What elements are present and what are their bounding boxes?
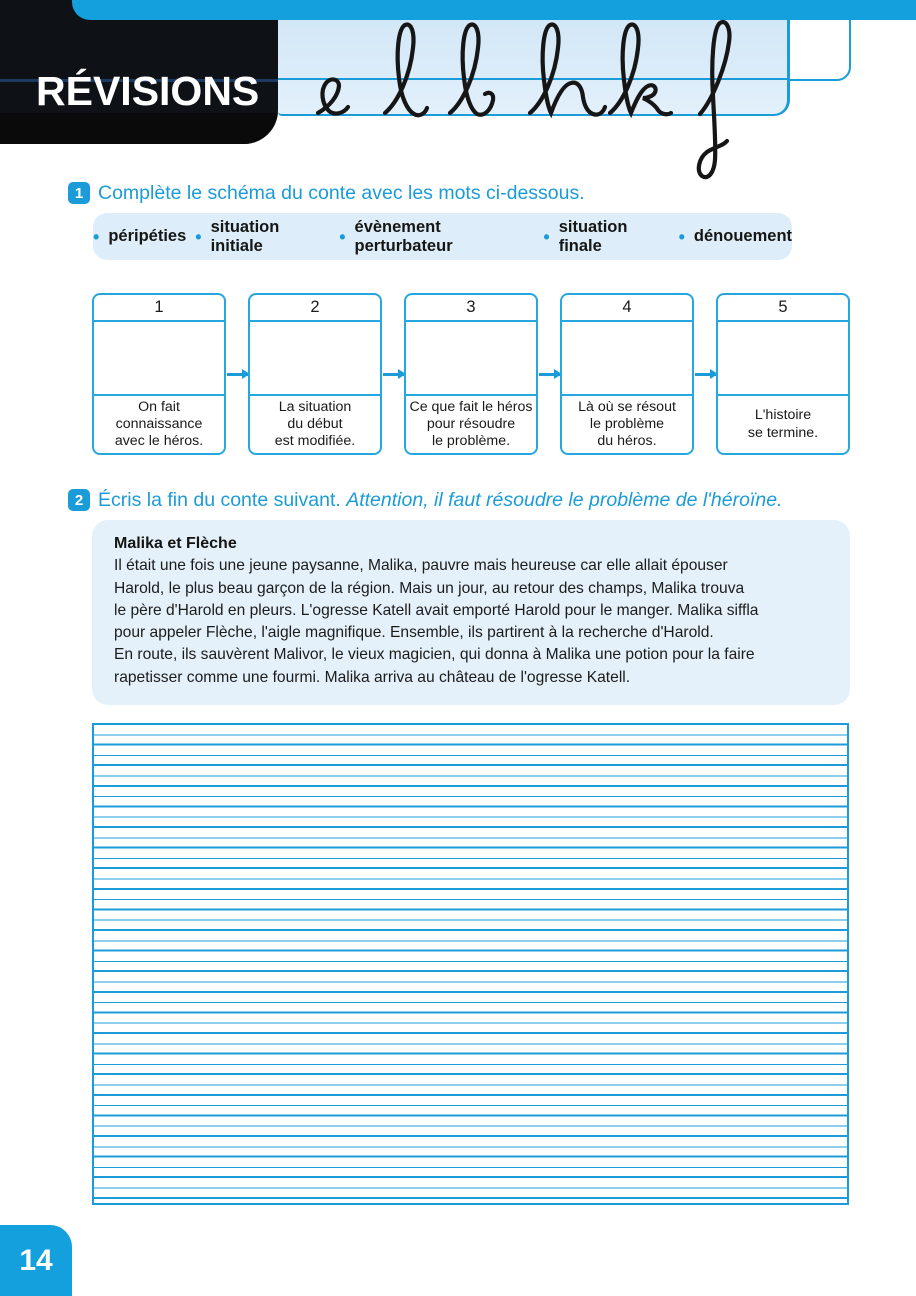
schema-box-number: 1 <box>94 295 224 322</box>
exercise1-heading: 1 Complète le schéma du conte avec les m… <box>68 181 585 205</box>
cursive-letters-illustration <box>315 20 732 180</box>
caption-line: avec le héros. <box>114 433 204 450</box>
schema-caption: L'histoire se termine. <box>718 396 848 453</box>
story-line: Harold, le plus beau garçon de la région… <box>114 579 745 597</box>
caption-line: est modifiée. <box>274 433 356 450</box>
caption-line: On fait <box>138 398 180 415</box>
exercise1-number-badge: 1 <box>68 182 90 204</box>
schema-caption: La situation du début est modifiée. <box>250 396 380 453</box>
schema-answer-2[interactable] <box>250 322 380 396</box>
writing-guide-midline <box>278 78 787 81</box>
bullet-icon: • <box>678 226 685 247</box>
schema-box-4: 4 Là où se résout le problème du héros. <box>560 293 694 455</box>
bullet-icon: • <box>339 226 346 247</box>
chapter-banner: RÉVISIONS <box>0 0 278 144</box>
page-number: 14 <box>19 1243 53 1277</box>
banner-bottom-strip <box>0 113 278 144</box>
exercise1-instruction: Complète le schéma du conte avec les mot… <box>98 182 585 204</box>
schema-answer-1[interactable] <box>94 322 224 396</box>
word-bank-item: situation finale <box>558 217 628 255</box>
story-line: En route, ils sauvèrent Malivor, le vieu… <box>114 646 755 664</box>
story-line: pour appeler Flèche, l'aigle magnifique.… <box>114 624 714 642</box>
bullet-icon: • <box>93 226 100 247</box>
schema-answer-3[interactable] <box>406 322 536 396</box>
schema-caption: On fait connaissance avec le héros. <box>94 396 224 453</box>
word-bank: • péripéties • situation initiale • évèn… <box>93 213 792 260</box>
exercise2-heading: 2 Écris la fin du conte suivant. Attenti… <box>68 488 782 512</box>
bullet-icon: • <box>195 226 202 247</box>
top-bar <box>72 0 916 20</box>
schema-box-5: 5 L'histoire se termine. <box>716 293 850 455</box>
schema-box-3: 3 Ce que fait le héros pour résoudre le … <box>404 293 538 455</box>
word-bank-item: péripéties <box>108 227 187 245</box>
cursive-letter-l <box>382 22 430 118</box>
schema-box-number: 5 <box>718 295 848 322</box>
word-bank-item: dénouement <box>693 227 793 245</box>
story-line: Il était une fois une jeune paysanne, Ma… <box>114 557 728 575</box>
schema-answer-5[interactable] <box>718 322 848 396</box>
word-bank-item: situation initiale <box>210 217 280 255</box>
page-number-badge: 14 <box>0 1225 72 1296</box>
exercise2-instruction-emphasis: Attention, il faut résoudre le problème … <box>346 489 783 511</box>
cursive-practice-box <box>278 18 790 116</box>
story-box: Malika et Flèche Il était une fois une j… <box>92 520 850 705</box>
caption-line: pour résoudre <box>426 415 516 432</box>
flow-arrow-icon <box>383 369 406 378</box>
story-line: le père d'Harold en pleurs. L'ogresse Ka… <box>114 601 759 619</box>
flow-arrow-icon <box>695 369 718 378</box>
cursive-letter-k <box>607 22 674 119</box>
schema-box-2: 2 La situation du début est modifiée. <box>248 293 382 455</box>
cursive-letter-e <box>315 77 351 116</box>
exercise2-number-badge: 2 <box>68 489 90 511</box>
word-bank-item: évènement perturbateur <box>354 217 453 255</box>
schema-box-number: 4 <box>562 295 692 322</box>
exercise2-instruction: Écris la fin du conte suivant. Attention… <box>98 488 782 512</box>
schema-answer-4[interactable] <box>562 322 692 396</box>
caption-line: se termine. <box>747 424 819 441</box>
caption-line: le problème <box>589 415 665 432</box>
caption-line: du début <box>287 415 343 432</box>
caption-line: connaissance <box>115 415 203 432</box>
schema-box-number: 3 <box>406 295 536 322</box>
writing-lines-area[interactable] <box>92 723 849 1205</box>
caption-line: La situation <box>278 398 352 415</box>
schema-caption: Là où se résout le problème du héros. <box>562 396 692 453</box>
story-title: Malika et Flèche <box>114 535 237 552</box>
schema-box-number: 2 <box>250 295 380 322</box>
caption-line: du héros. <box>597 433 657 450</box>
caption-line: L'histoire <box>754 407 812 424</box>
caption-line: le problème. <box>431 433 511 450</box>
cursive-letter-h <box>527 22 608 119</box>
schema-caption: Ce que fait le héros pour résoudre le pr… <box>406 396 536 453</box>
cursive-letter-f <box>696 20 732 180</box>
flow-arrow-icon <box>539 369 562 378</box>
bullet-icon: • <box>543 226 550 247</box>
flow-arrow-icon <box>227 369 250 378</box>
schema-box-1: 1 On fait connaissance avec le héros. <box>92 293 226 455</box>
cursive-letter-b <box>447 22 496 117</box>
page-title: RÉVISIONS <box>36 67 260 114</box>
exercise2-instruction-main: Écris la fin du conte suivant. <box>98 489 341 511</box>
story-line: rapetisser comme une fourmi. Malika arri… <box>114 668 631 686</box>
banner-guide-line <box>0 79 278 82</box>
caption-line: Ce que fait le héros <box>409 398 533 415</box>
caption-line: Là où se résout <box>578 398 676 415</box>
